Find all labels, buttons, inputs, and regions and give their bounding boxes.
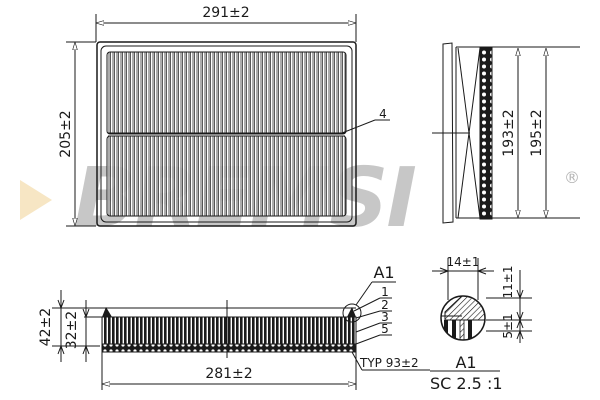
top-view: 291±2 205±2 4 (58, 5, 390, 227)
callout-2-label: 2 (381, 298, 389, 312)
detail-scale: SC 2.5 :1 (430, 374, 503, 393)
side-outer-height-dimension: 195±2 (529, 109, 545, 156)
detail-width-dimension: 14±1 (447, 255, 480, 269)
side-inner-height-dimension: 193±2 (501, 109, 517, 156)
top-height-dimension: 205±2 (58, 110, 74, 157)
section-total-height-dimension: 42±2 (38, 308, 54, 346)
detail-ref-label: A1 (373, 263, 394, 282)
callout-4-label: 4 (379, 107, 387, 121)
logo-triangle-icon (20, 180, 52, 220)
callout-3-label: 3 (381, 310, 389, 324)
detail-label: A1 (455, 353, 476, 372)
callout-5-label: 5 (381, 322, 389, 336)
top-width-dimension: 291±2 (202, 5, 249, 21)
section-length-dimension: 281±2 (205, 366, 252, 382)
section-media-height-dimension: 32±2 (64, 311, 80, 349)
detail-lower-height-dimension: 5±1 (501, 313, 515, 338)
typ-note: TYP 93±2 (359, 356, 419, 370)
registered-mark-icon: ® (564, 168, 580, 187)
detail-view: 14±1 11±1 5±1 A1 SC 2.5 :1 (430, 255, 532, 393)
callout-1-label: 1 (381, 285, 389, 299)
section-view: 42±2 32±2 281±2 A1 1 2 3 (38, 263, 430, 390)
detail-upper-height-dimension: 11±1 (501, 266, 515, 299)
side-view: 193±2 195±2 (432, 42, 580, 224)
